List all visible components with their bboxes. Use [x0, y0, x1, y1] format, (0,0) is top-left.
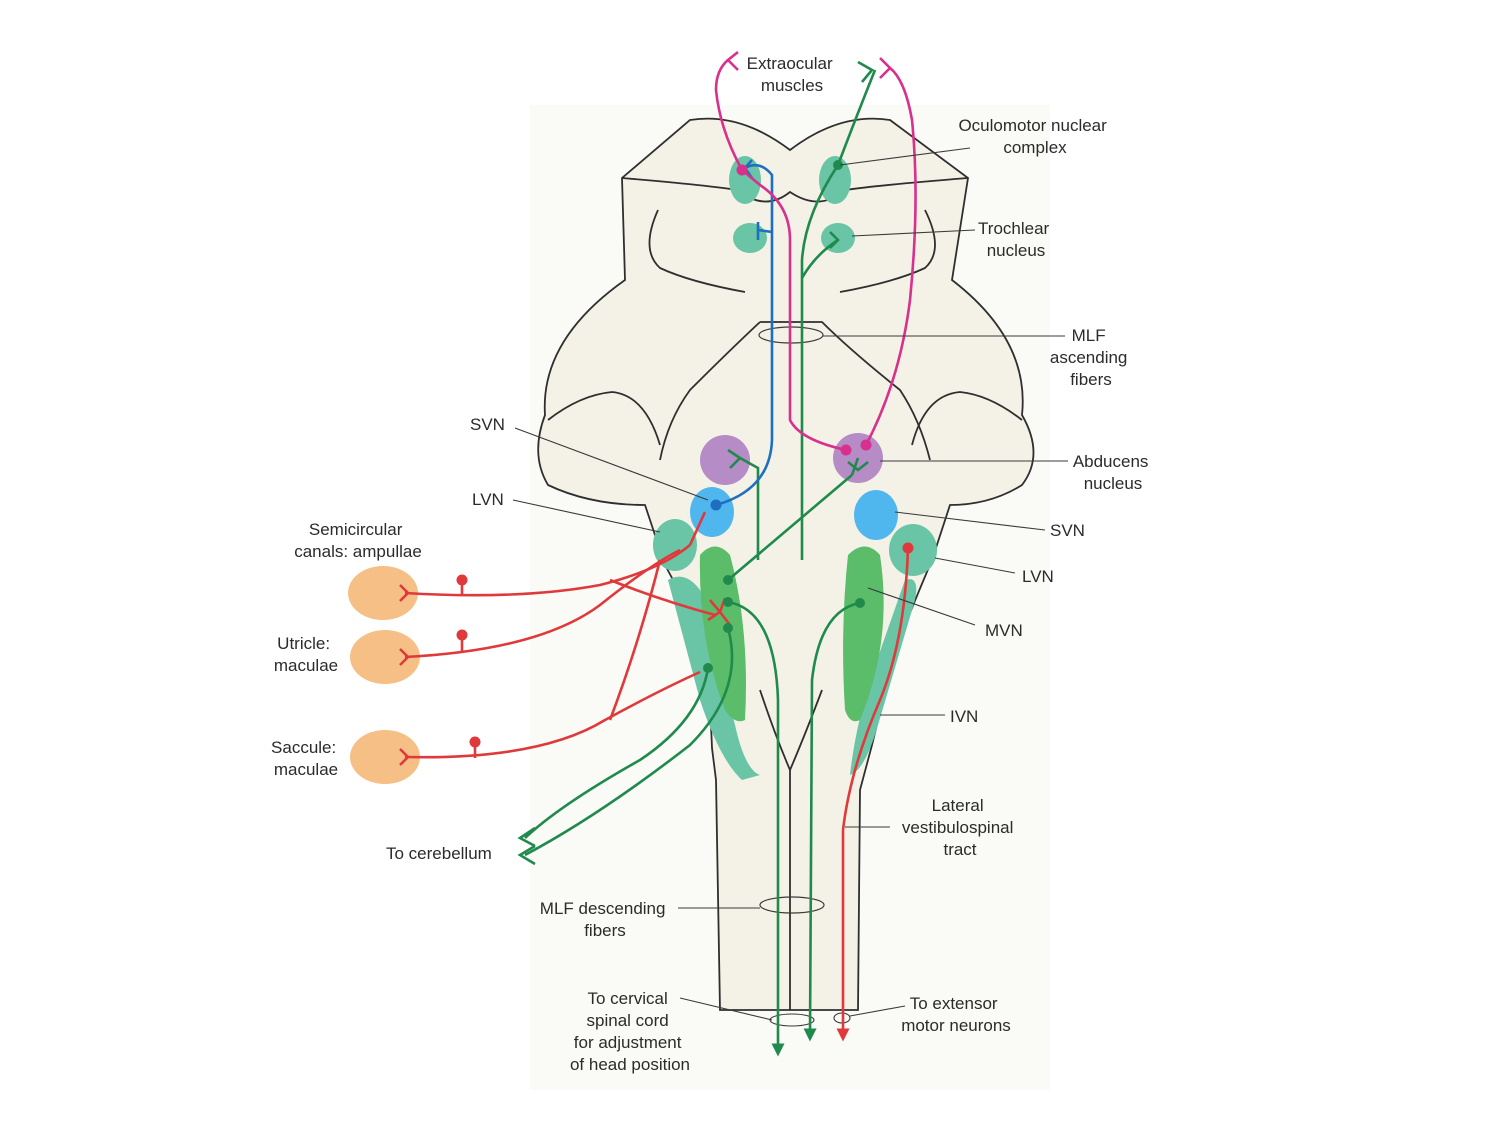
label-lateral-vst: Lateral vestibulospinal tract	[902, 796, 1018, 859]
label-semicircular: Semicircular canals: ampullae	[294, 520, 422, 561]
svn-left-soma	[710, 499, 722, 511]
afferent-from-semicircular	[404, 544, 691, 597]
pink-soma-3	[736, 164, 748, 176]
label-ivn: IVN	[950, 707, 978, 726]
label-oculomotor: Oculomotor nuclear complex	[958, 116, 1111, 157]
afferent-fibers	[399, 511, 732, 766]
rostral-ridge	[621, 177, 969, 203]
utricle-receptor	[350, 630, 420, 684]
oculomotor-nucleus-right	[819, 156, 851, 204]
mvn-soma-2	[723, 597, 733, 607]
abducens-right-terminal	[847, 457, 869, 476]
label-mlf-ascending: MLF ascending fibers	[1050, 326, 1132, 389]
mlf-descending-ring	[759, 896, 825, 914]
ivn-soma	[703, 663, 713, 673]
mlf-descending-left	[727, 600, 785, 1057]
label-saccule: Saccule: maculae	[271, 738, 341, 779]
pink-pathways	[714, 50, 917, 456]
mvn-nucleus-left	[699, 546, 746, 722]
to-cerebellum-upper	[524, 667, 710, 839]
afferent-branch-svn	[688, 511, 707, 546]
left-peduncle-line	[648, 209, 746, 293]
right-peduncle-line	[839, 209, 936, 293]
mvn-soma-3	[723, 623, 733, 633]
pink-abducens-to-mlf	[741, 169, 847, 452]
brainstem-body	[537, 117, 1035, 1011]
receptor-terminal-2	[399, 648, 410, 666]
label-mlf-descending: MLF descending fibers	[540, 899, 670, 940]
ganglion-dot-3	[469, 736, 481, 748]
cerebellum-arrow-heads	[517, 826, 536, 866]
abducens-left-terminal	[727, 448, 743, 469]
leader-lines	[512, 147, 1068, 1021]
label-abducens: Abducens nucleus	[1073, 452, 1153, 493]
saccule-receptor	[350, 730, 420, 784]
label-to-extensor: To extensor motor neurons	[901, 994, 1011, 1035]
lvn-right-soma	[902, 542, 914, 554]
pink-soma-2	[840, 444, 852, 456]
afferent-from-saccule	[404, 670, 701, 759]
pink-left-oculomotor-to-muscle	[714, 59, 744, 171]
receptor-terminal-1	[399, 584, 410, 602]
label-mvn: MVN	[985, 621, 1023, 640]
receptor-terminal-3	[399, 748, 410, 766]
abducens-left-branch	[739, 456, 760, 560]
label-utricle: Utricle: maculae	[274, 634, 338, 675]
afferent-branch-mvn	[609, 578, 716, 617]
receptors	[348, 566, 420, 784]
extraocular-terminal-green	[857, 60, 874, 83]
ganglion-dot-2	[456, 629, 468, 641]
crossing-to-abducens	[727, 474, 853, 581]
label-trochlear: Trochlear nucleus	[978, 219, 1054, 260]
to-cerebellum-lower	[524, 627, 734, 857]
label-svn-right: SVN	[1050, 521, 1085, 540]
pink-right-abducens-to-muscle	[864, 66, 917, 446]
left-pons-fold	[547, 391, 661, 446]
semicircular-canal-receptor	[348, 566, 418, 620]
lateral-vestibulospinal-tract	[836, 547, 910, 1042]
afferent-branch-saccule	[608, 559, 662, 721]
svn-nucleus-left	[690, 487, 734, 537]
mvn-soma-1	[723, 575, 733, 585]
blue-trochlear-terminal	[756, 222, 773, 240]
oculomotor-nucleus-left	[729, 156, 761, 204]
mlf-descending-right	[803, 601, 861, 1042]
ivn-nucleus-left	[668, 576, 760, 780]
label-svn-left: SVN	[470, 415, 505, 434]
ganglion-dot-1	[456, 574, 468, 586]
green-pathways	[517, 60, 877, 1057]
pink-terminal-right	[879, 57, 892, 79]
abducens-nucleus-left	[700, 435, 750, 485]
label-extraocular: Extraocular muscles	[747, 54, 838, 95]
oculomotor-right-soma	[833, 160, 843, 170]
label-to-cerebellum: To cerebellum	[386, 844, 492, 863]
label-lvn-right: LVN	[1022, 567, 1054, 586]
svn-ascending-blue	[715, 163, 774, 507]
trochlear-right-terminal	[829, 231, 840, 249]
pink-terminal-left	[726, 50, 739, 71]
pink-soma-1	[860, 439, 872, 451]
brainstem-outline	[537, 117, 1035, 1011]
fourth-ventricle-floor	[659, 321, 931, 461]
afferent-from-utricle	[404, 548, 681, 659]
label-lvn-left: LVN	[472, 490, 504, 509]
labels: Extraocular muscles Oculomotor nuclear c…	[271, 54, 1153, 1074]
svn-nucleus-right	[854, 490, 898, 540]
trochlear-nucleus-left	[733, 223, 767, 253]
mvn-right-soma	[855, 598, 865, 608]
right-pons-fold	[911, 391, 1023, 446]
label-to-cervical: To cervical spinal cord for adjustment o…	[570, 989, 690, 1074]
